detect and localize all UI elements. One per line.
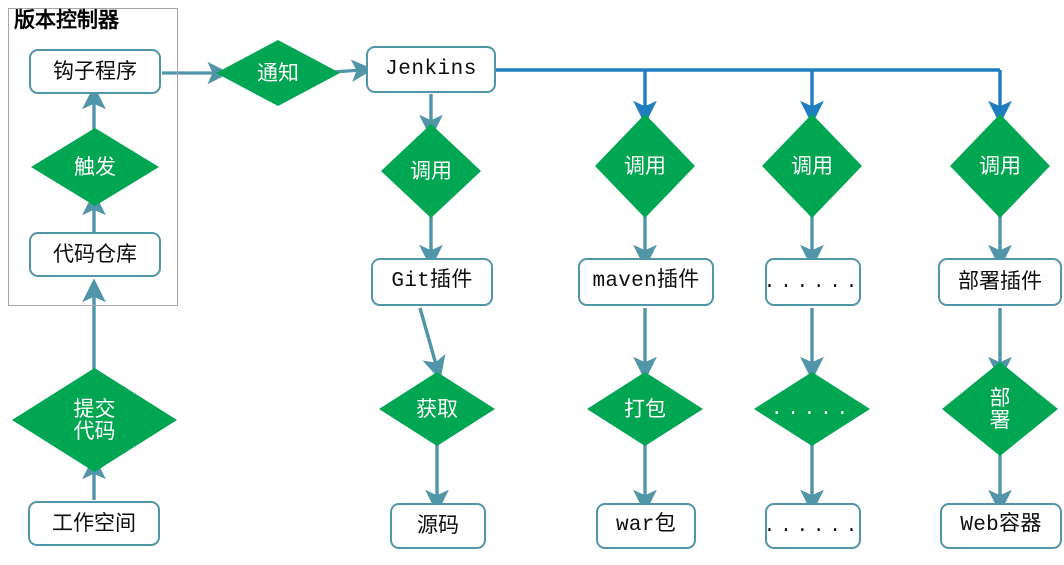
node-other-action-label: ..... bbox=[770, 397, 853, 420]
node-commit-code[interactable]: 提交 代码 bbox=[12, 368, 177, 472]
version-control-group bbox=[8, 8, 178, 306]
node-source-code[interactable]: 源码 bbox=[390, 503, 486, 549]
node-jenkins[interactable]: Jenkins bbox=[366, 46, 496, 93]
node-other-plugin[interactable]: ...... bbox=[763, 258, 863, 306]
node-other-artifact[interactable]: ...... bbox=[763, 503, 863, 549]
node-deploy[interactable]: 部 署 bbox=[942, 362, 1058, 456]
node-invoke-3[interactable]: 调用 bbox=[762, 114, 862, 218]
node-trigger[interactable]: 触发 bbox=[31, 128, 159, 206]
node-commit-code-label: 提交 代码 bbox=[73, 396, 116, 443]
node-invoke-2-label: 调用 bbox=[624, 153, 666, 178]
edge-jenkins-bus bbox=[496, 68, 1012, 125]
node-package[interactable]: 打包 bbox=[587, 372, 703, 446]
edge-git-plugin-to-fetch bbox=[418, 307, 446, 381]
node-other-artifact-label: ...... bbox=[763, 514, 863, 537]
version-control-group-title: 版本控制器 bbox=[14, 9, 119, 32]
node-other-plugin-label: ...... bbox=[763, 270, 863, 293]
node-workspace[interactable]: 工作空间 bbox=[28, 501, 160, 546]
node-other-action[interactable]: ..... bbox=[754, 372, 870, 446]
node-notify[interactable]: 通知 bbox=[216, 40, 340, 106]
node-code-repository[interactable]: 代码仓库 bbox=[29, 232, 161, 277]
node-invoke-1-label: 调用 bbox=[410, 158, 452, 183]
node-fetch-label: 获取 bbox=[416, 396, 458, 421]
node-git-plugin[interactable]: Git插件 bbox=[371, 258, 493, 306]
node-invoke-4-label: 调用 bbox=[979, 153, 1021, 178]
node-notify-label: 通知 bbox=[257, 60, 299, 85]
node-deploy-plugin[interactable]: 部署插件 bbox=[938, 258, 1062, 306]
node-deploy-label: 部 署 bbox=[989, 385, 1011, 432]
node-invoke-1[interactable]: 调用 bbox=[381, 124, 481, 218]
node-war-package[interactable]: war包 bbox=[596, 503, 696, 549]
node-fetch[interactable]: 获取 bbox=[379, 372, 495, 446]
node-invoke-2[interactable]: 调用 bbox=[595, 114, 695, 218]
node-invoke-4[interactable]: 调用 bbox=[950, 114, 1050, 218]
node-package-label: 打包 bbox=[624, 396, 666, 421]
node-web-container[interactable]: Web容器 bbox=[940, 503, 1062, 549]
node-hook-program[interactable]: 钩子程序 bbox=[29, 49, 161, 94]
node-maven-plugin[interactable]: maven插件 bbox=[578, 258, 714, 306]
node-trigger-label: 触发 bbox=[74, 154, 116, 179]
node-invoke-3-label: 调用 bbox=[791, 153, 833, 178]
